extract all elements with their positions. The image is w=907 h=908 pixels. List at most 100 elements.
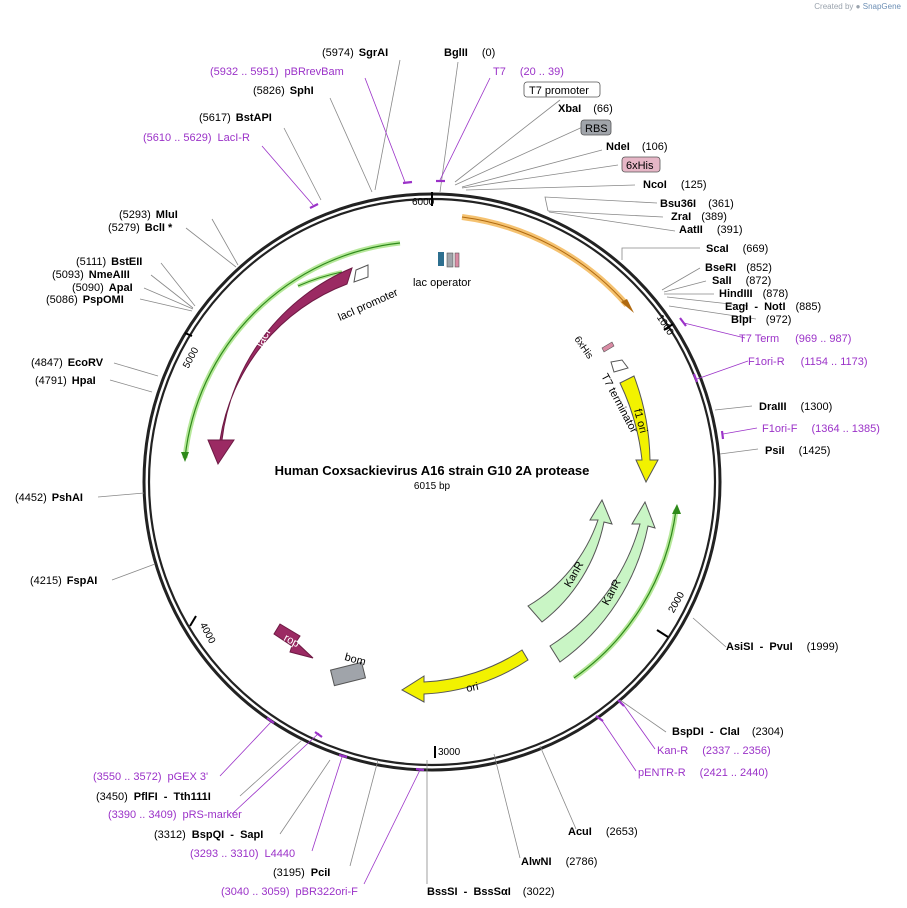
label-name: HpaI (72, 375, 96, 387)
label-pos: (20 .. 39) (520, 66, 564, 78)
label-name: LacI-R (218, 132, 250, 144)
label-name: SphI (290, 85, 314, 97)
label-pos: (2421 .. 2440) (700, 767, 769, 779)
t7-expression-region[interactable] (461, 214, 630, 307)
label-name: BclI * (145, 222, 173, 234)
label-pos: (3550 .. 3572) (93, 771, 162, 783)
label-pos: (2786) (566, 856, 598, 868)
label-name: PshAI (52, 492, 83, 504)
label-pos: (3293 .. 3310) (190, 848, 259, 860)
laci-promoter-arrow[interactable] (353, 264, 369, 283)
feature-laci-arrow[interactable] (207, 267, 353, 466)
label-name: F1ori-R (748, 356, 785, 368)
label-pos: (878) (763, 288, 789, 300)
feature-f1-ori-arrow[interactable] (619, 375, 659, 484)
label-pos: (125) (681, 179, 707, 191)
svg-text:ScaI(669): ScaI (669) (706, 243, 768, 255)
label-name: HindIII (719, 288, 753, 300)
label-pos: (1154 .. 1173) (801, 356, 868, 368)
label-name: AsiSI - PvuI (726, 641, 793, 653)
svg-text:BlpI(972): BlpI(972) (731, 314, 791, 326)
label-name: SgrAI (359, 47, 388, 59)
svg-text:BspDI - ClaI(2304): BspDI - ClaI(2304) (672, 726, 784, 738)
label-name: SalI (712, 275, 732, 287)
tick-label: 5000 (181, 345, 201, 370)
label-pos: (5932 .. 5951) (210, 66, 279, 78)
svg-text:(3390 .. 3409)pRS-marker: (3390 .. 3409) pRS-marker (108, 809, 242, 821)
label-name: ApaI (109, 282, 133, 294)
feature-ori-arrow[interactable] (401, 649, 529, 703)
label-pos: (669) (743, 243, 769, 255)
svg-text:Kan-R(2337 .. 2356): Kan-R (2337 .. 2356) (657, 745, 771, 757)
label-name: BssSI - BssSαI (427, 886, 511, 898)
label-name: ScaI (706, 243, 729, 255)
svg-text:(3040 .. 3059)pBR322ori-F: (3040 .. 3059)pBR322ori-F (221, 886, 358, 898)
label-pos: (5826) (253, 85, 285, 97)
lac-operator-glyphs (438, 252, 460, 268)
svg-text:(4215)FspAI: (4215) FspAI (30, 575, 97, 587)
tick-label: 6000 (412, 197, 435, 208)
feature-rop-arrow[interactable] (273, 623, 314, 659)
label-pos: (1999) (807, 641, 839, 653)
primer-marks (266, 179, 725, 772)
svg-text:BseRI(852): BseRI(852) (705, 262, 772, 274)
plasmid-name: Human Coxsackievirus A16 strain G10 2A p… (275, 463, 590, 478)
label-pos: (4215) (30, 575, 62, 587)
svg-text:F1ori-R(1154 .. 1173): F1ori-R (1154 .. 1173) (748, 356, 868, 368)
svg-text:AatII(391): AatII(391) (679, 224, 743, 236)
svg-text:XbaI(66): XbaI (66) (558, 103, 613, 115)
label-name: BspQI - SapI (192, 829, 264, 841)
svg-text:BglII(0): BglII(0) (444, 47, 495, 59)
svg-text:(3312)BspQI - SapI: (3312)BspQI - SapI (154, 829, 263, 841)
label-pos: (5093) (52, 269, 84, 281)
label-name: Kan-R (657, 745, 688, 757)
feature-kanr-arrow-1[interactable] (527, 498, 613, 623)
svg-text:ZraI(389): ZraI(389) (671, 211, 727, 223)
svg-text:(5617)BstAPI: (5617)BstAPI (199, 112, 272, 124)
feature-bom: bom (343, 651, 367, 668)
svg-text:NdeI(106): NdeI(106) (606, 141, 668, 153)
label-name: XbaI (558, 103, 581, 115)
label-name: pBRrevBam (285, 66, 344, 78)
label-pos: (5111) (76, 256, 106, 268)
svg-text:(3550 .. 3572)pGEX 3': (3550 .. 3572)pGEX 3' (93, 771, 208, 783)
label-name: PciI (311, 867, 331, 879)
svg-text:AlwNI(2786): AlwNI(2786) (521, 856, 597, 868)
svg-text:(5826)SphI: (5826) SphI (253, 85, 314, 97)
label-pos: (5974) (322, 47, 354, 59)
feature-6xhis: 6xHis (572, 334, 595, 361)
label-name: Bsu36I (660, 198, 696, 210)
svg-text:EagI - NotI(885): EagI - NotI(885) (725, 301, 821, 313)
label-pos: (5086) (46, 294, 78, 306)
label-name: pRS-marker (183, 809, 243, 821)
label-name: T7 Term (739, 333, 779, 345)
svg-text:AsiSI - PvuI(1999): AsiSI - PvuI (1999) (726, 641, 838, 653)
snapgene-credit: Created by ● SnapGene (814, 2, 901, 11)
feature-laci-promoter: lacI promoter (336, 287, 400, 324)
primer-leader-lines (219, 77, 758, 885)
label-pos: (2337 .. 2356) (702, 745, 771, 757)
label-pos: (4791) (35, 375, 67, 387)
svg-text:PsiI(1425): PsiI(1425) (765, 445, 830, 457)
svg-text:(5610 .. 5629)LacI-R: (5610 .. 5629)LacI-R (143, 132, 250, 144)
label-box: T7 promoter (529, 85, 589, 97)
label-box: 6xHis (626, 160, 654, 172)
label-pos: (885) (796, 301, 822, 313)
feature-kanr-arrow-2[interactable] (549, 500, 656, 663)
label-name: NcoI (643, 179, 667, 191)
label-pos: (3390 .. 3409) (108, 809, 177, 821)
label-box: RBS (585, 123, 608, 135)
label-pos: (4847) (31, 357, 63, 369)
svg-text:pENTR-R(2421 .. 2440): pENTR-R (2421 .. 2440) (638, 767, 768, 779)
label-pos: (872) (746, 275, 772, 287)
label-pos: (0) (482, 47, 495, 59)
feature-bom-box[interactable] (329, 661, 367, 687)
label-name: FspAI (67, 575, 98, 587)
label-name: BspDI - ClaI (672, 726, 740, 738)
label-pos: (66) (593, 103, 613, 115)
svg-text:AcuI(2653): AcuI(2653) (568, 826, 638, 838)
svg-text:DraIII(1300): DraIII(1300) (759, 401, 832, 413)
label-name: pENTR-R (638, 767, 686, 779)
credit-brand: SnapGene (862, 2, 901, 11)
